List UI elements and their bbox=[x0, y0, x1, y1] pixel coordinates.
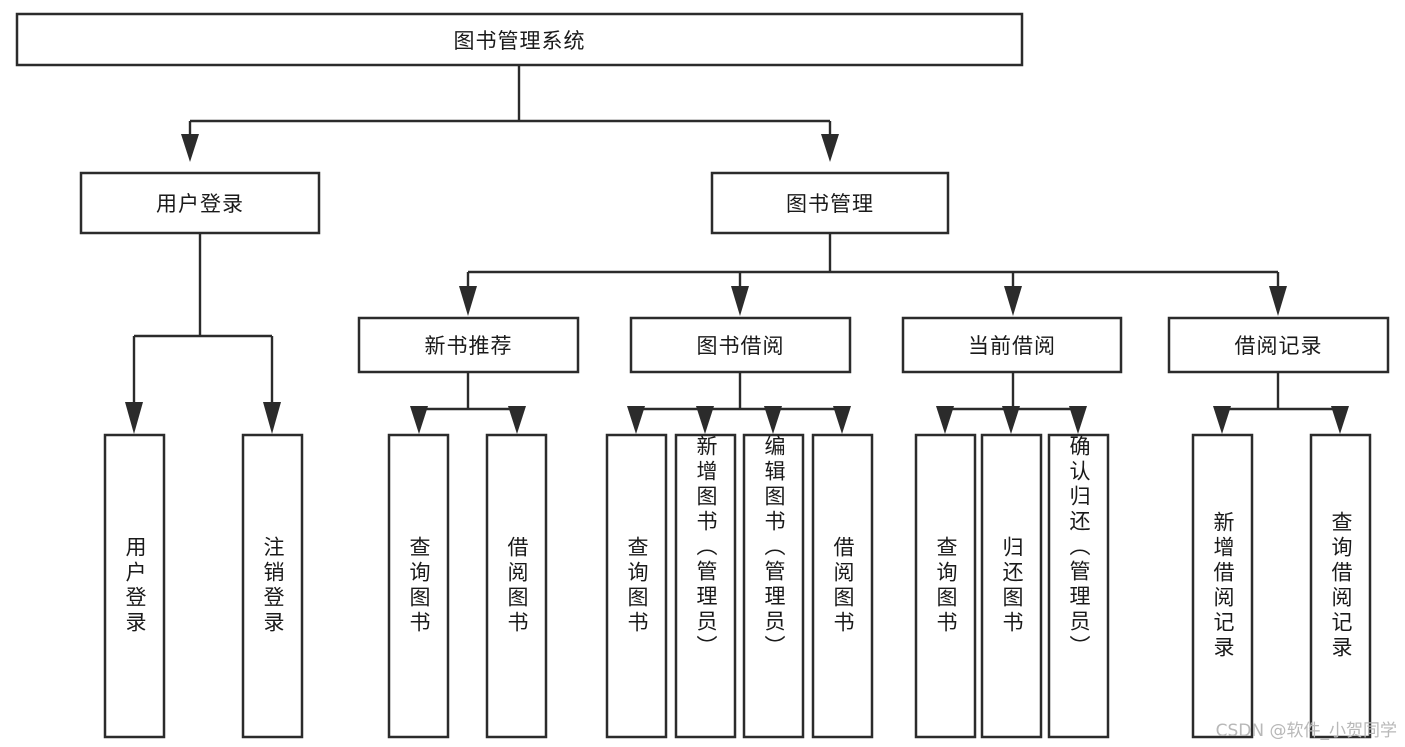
arrow-bookmgmt-to-newbook bbox=[459, 286, 477, 316]
arrow-bookmgmt-to-borrow bbox=[731, 286, 749, 316]
node-leaf-11-box[interactable] bbox=[1191, 433, 1254, 739]
node-leaf-4-box[interactable] bbox=[605, 433, 668, 739]
node-leaf-6-box[interactable] bbox=[742, 433, 805, 739]
connector-group-borrow bbox=[627, 372, 851, 434]
node-leaf-2-box[interactable] bbox=[387, 433, 450, 739]
node-leaf-0-box[interactable] bbox=[103, 433, 166, 739]
node-level2-0-box[interactable] bbox=[79, 171, 321, 235]
arrow-borrow-leaf1 bbox=[627, 406, 645, 434]
node-leaf-3-box[interactable] bbox=[485, 433, 548, 739]
arrow-record-leaf1 bbox=[1213, 406, 1231, 434]
arrow-borrow-leaf3 bbox=[764, 406, 782, 434]
node-level2-1-box[interactable] bbox=[710, 171, 950, 235]
arrow-bookmgmt-to-current bbox=[1004, 286, 1022, 316]
connector-group-current bbox=[936, 372, 1087, 434]
node-leaf-12-box[interactable] bbox=[1309, 433, 1372, 739]
connector-group-newbook bbox=[410, 372, 526, 434]
node-root-box[interactable] bbox=[15, 12, 1024, 67]
arrow-current-leaf2 bbox=[1002, 406, 1020, 434]
arrow-borrow-leaf2 bbox=[696, 406, 714, 434]
arrow-login-leaf2 bbox=[263, 402, 281, 434]
arrow-root-to-bookmgmt bbox=[821, 134, 839, 162]
connector-group-login bbox=[125, 233, 281, 434]
arrow-current-leaf1 bbox=[936, 406, 954, 434]
node-level3-0-box[interactable] bbox=[357, 316, 580, 374]
arrow-login-leaf1 bbox=[125, 402, 143, 434]
arrow-newbook-leaf2 bbox=[508, 406, 526, 434]
arrow-record-leaf2 bbox=[1331, 406, 1349, 434]
node-leaf-8-box[interactable] bbox=[914, 433, 977, 739]
node-leaf-9-box[interactable] bbox=[980, 433, 1043, 739]
node-leaf-1-box[interactable] bbox=[241, 433, 304, 739]
node-leaf-5-box[interactable] bbox=[674, 433, 737, 739]
arrow-newbook-leaf1 bbox=[410, 406, 428, 434]
node-leaf-10-box[interactable] bbox=[1047, 433, 1110, 739]
arrow-root-to-login bbox=[181, 134, 199, 162]
node-level3-2-box[interactable] bbox=[901, 316, 1123, 374]
connector-group-record bbox=[1213, 372, 1349, 434]
node-level3-1-box[interactable] bbox=[629, 316, 852, 374]
node-leaf-7-box[interactable] bbox=[811, 433, 874, 739]
node-level3-3-box[interactable] bbox=[1167, 316, 1390, 374]
connector-group-root bbox=[181, 65, 839, 162]
arrow-borrow-leaf4 bbox=[833, 406, 851, 434]
connector-group-bookmgmt bbox=[459, 233, 1287, 316]
arrow-current-leaf3 bbox=[1069, 406, 1087, 434]
arrow-bookmgmt-to-record bbox=[1269, 286, 1287, 316]
